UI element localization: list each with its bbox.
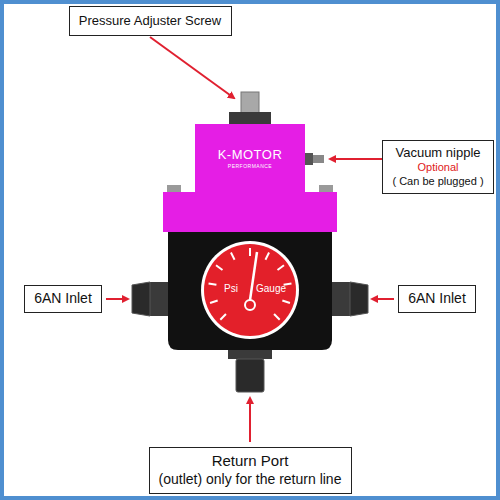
callout-note: (outlet) only for the return line — [158, 471, 343, 489]
gauge-text: Psi — [224, 283, 238, 294]
gauge-text: Gauge — [256, 283, 286, 294]
callout-note: Optional — [391, 161, 485, 175]
callout-text: Return Port — [158, 452, 343, 471]
callout-note: ( Can be plugged ) — [391, 175, 485, 189]
callout-text: 6AN Inlet — [407, 290, 467, 308]
callout-text: Pressure Adjuster Screw — [78, 13, 223, 29]
brand-subtext: PERFORMANCE — [228, 164, 272, 170]
callout-text: 6AN Inlet — [33, 290, 93, 308]
callout-box: Return Port(outlet) only for the return … — [149, 447, 352, 494]
callout-box: Pressure Adjuster Screw — [69, 6, 232, 36]
callout-box: Vacuum nippleOptional( Can be plugged ) — [382, 140, 494, 194]
callout-box: 6AN Inlet — [398, 285, 476, 313]
brand-text: K-MOTOR — [218, 148, 283, 162]
callout-text: Vacuum nipple — [391, 145, 485, 161]
callout-box: 6AN Inlet — [24, 285, 102, 313]
